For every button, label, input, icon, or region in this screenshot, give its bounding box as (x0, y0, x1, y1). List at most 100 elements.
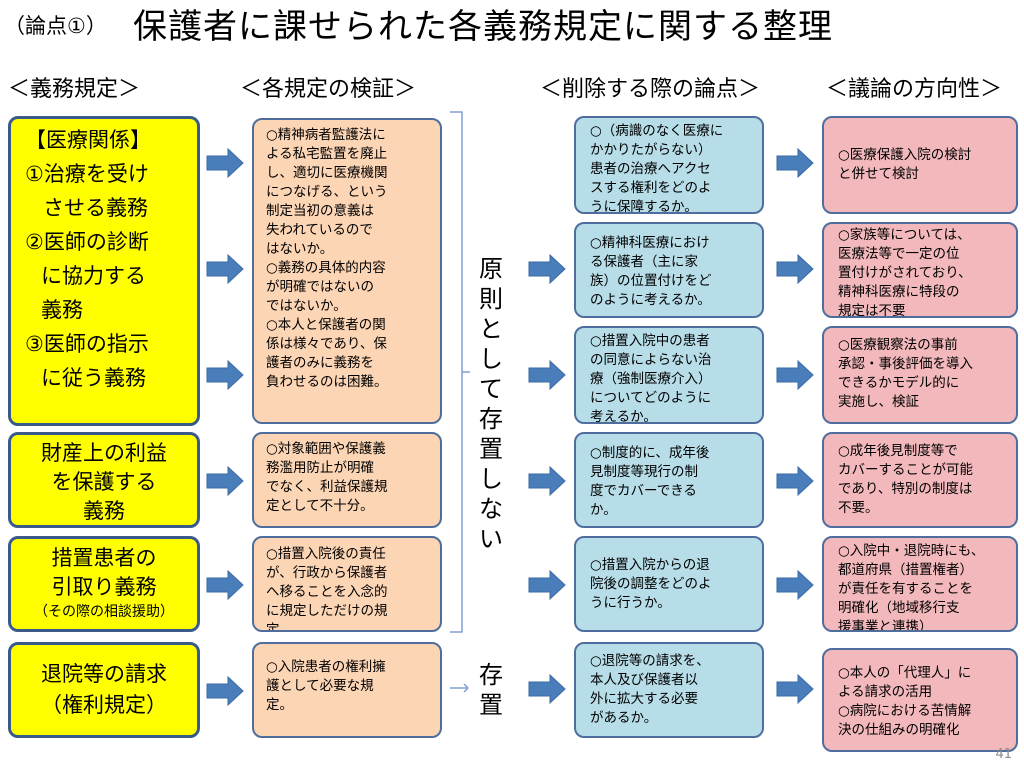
direction-line: 決の仕組みの明確化 (838, 722, 960, 738)
issue-line: 見制度等現行の制 (590, 464, 698, 480)
arrow-right-icon (776, 674, 814, 704)
bracket-label-char: 原 (479, 255, 503, 283)
direction-line: 精神科医療に特段の (838, 284, 960, 300)
verify-line: ○措置入院後の責任 (266, 546, 386, 562)
direction-line: 規定は不要 (838, 303, 906, 318)
duty-box-discharge: 退院等の請求（権利規定） (8, 642, 200, 738)
verify-box-discharge: ○入院患者の権利擁護として必要な規定。 (252, 642, 442, 738)
direction-line: ○入院中・退院時にも、 (838, 543, 985, 559)
duty-note: （その際の相談援助） (34, 604, 174, 620)
title-prefix: （論点①） (4, 14, 107, 38)
arrow-right-icon (776, 254, 814, 284)
direction-box-5: ○入院中・退院時にも、都道府県（措置権者）が責任を有することを明確化（地域移行支… (822, 536, 1018, 632)
arrow-right-icon (206, 148, 244, 178)
verify-line: し、適切に医療機関 (266, 165, 388, 181)
verify-line: 定。 (266, 697, 293, 713)
issue-lines: ○退院等の請求を、本人及び保護者以外に拡大する必要があるか。 (590, 652, 756, 728)
issue-line: 族）の位置付けをど (590, 273, 712, 289)
issue-lines: ○精神科医療における保護者（主に家族）の位置付けをどのように考えるか。 (590, 234, 756, 310)
verify-line: 失われているので (266, 222, 373, 238)
arrow-right-icon (528, 570, 566, 600)
issue-line: ○制度的に、成年後 (590, 445, 710, 461)
page-number: 41 (995, 747, 1012, 762)
header-issues: ＜削除する際の論点＞ (540, 77, 761, 102)
arrow-right-icon (206, 570, 244, 600)
issue-box-6: ○退院等の請求を、本人及び保護者以外に拡大する必要があるか。 (574, 642, 764, 738)
direction-line: 都道府県（措置権者） (838, 562, 973, 578)
duty-line: 財産上の利益 (41, 441, 167, 465)
arrow-right-icon (776, 466, 814, 496)
issue-line: 療（強制医療介入） (590, 371, 712, 387)
direction-line: であり、特別の制度は (838, 481, 973, 497)
verify-line: ○精神病者監護法に (266, 127, 386, 143)
bracket-label-char: 置 (479, 435, 503, 463)
bracket-label-char: な (479, 495, 503, 523)
bracket-label: 原則として存置しない (476, 254, 506, 554)
issue-line: うに保障するか。 (590, 199, 698, 214)
issue-box-4: ○制度的に、成年後見制度等現行の制度でカバーできるか。 (574, 432, 764, 528)
issue-line: スする権利をどのよ (590, 180, 712, 196)
verify-lines: ○対象範囲や保護義務濫用防止が明確でなく、利益保護規定として不十分。 (266, 440, 434, 516)
direction-line: よる請求の活用 (838, 684, 933, 700)
direction-lines: ○家族等については、医療法等で一定の位置付けがされており、精神科医療に特段の規定… (838, 226, 1010, 318)
direction-line: 承認・事後評価を導入 (838, 356, 973, 372)
page-title: 保護者に課せられた各義務規定に関する整理 (133, 7, 833, 47)
direction-lines: ○入院中・退院時にも、都道府県（措置権者）が責任を有することを明確化（地域移行支… (838, 542, 1010, 630)
bracket-connector (450, 111, 470, 693)
duty-line: に協力する (41, 264, 146, 288)
verify-line: ○義務の具体的内容 (266, 260, 386, 276)
issue-line: のように考えるか。 (590, 292, 711, 308)
issue-box-2: ○精神科医療における保護者（主に家族）の位置付けをどのように考えるか。 (574, 222, 764, 318)
duty-line: 【医療関係】 (25, 128, 151, 152)
duty-line: させる義務 (43, 196, 148, 220)
issue-line: る保護者（主に家 (590, 254, 698, 270)
issue-line: 度でカバーできる (590, 483, 697, 499)
arrow-right-icon (206, 676, 244, 706)
issue-line: ○退院等の請求を、 (590, 653, 710, 669)
header-verify: ＜各規定の検証＞ (240, 77, 417, 102)
keep-label-char: 置 (479, 691, 503, 719)
duty-lines: 退院等の請求（権利規定） (19, 659, 189, 721)
duty-line: 義務 (41, 298, 83, 322)
verify-line: につなげる、という (266, 184, 388, 200)
direction-box-6: ○本人の「代理人」による請求の活用○病院における苦情解決の仕組みの明確化 (822, 648, 1018, 752)
direction-box-2: ○家族等については、医療法等で一定の位置付けがされており、精神科医療に特段の規定… (822, 222, 1018, 318)
issue-line: かかりたがらない） (590, 142, 712, 158)
verify-line: 定として不十分。 (266, 498, 374, 514)
verify-line: でなく、利益保護規 (266, 479, 388, 495)
arrow-right-icon (528, 360, 566, 390)
arrow-right-icon (528, 254, 566, 284)
verify-line: へ移ることを入念的 (266, 584, 388, 600)
verify-line: が、行政から保護者 (266, 565, 388, 581)
verify-lines: ○入院患者の権利擁護として必要な規定。 (266, 658, 434, 715)
direction-line: カバーすることが可能 (838, 462, 973, 478)
arrow-right-icon (206, 254, 244, 284)
duty-line: 退院等の請求 (41, 662, 167, 686)
issue-line: 患者の治療へアクセ (590, 161, 711, 177)
issue-line: があるか。 (590, 710, 658, 726)
issue-line: ○措置入院中の患者 (590, 333, 710, 349)
direction-line: ○家族等については、 (838, 227, 971, 243)
direction-line: 不要。 (838, 500, 879, 516)
bracket-label-char: い (479, 525, 503, 553)
issue-lines: ○制度的に、成年後見制度等現行の制度でカバーできるか。 (590, 444, 756, 520)
direction-line: ○医療保護入院の検討 (838, 147, 972, 163)
direction-lines: ○医療観察法の事前承認・事後評価を導入できるかモデル的に実施し、検証 (838, 336, 1010, 412)
arrow-right-icon (206, 466, 244, 496)
issue-line: か。 (590, 502, 617, 518)
verify-line: 係は様々であり、保 (266, 336, 387, 352)
direction-lines: ○成年後見制度等でカバーすることが可能であり、特別の制度は不要。 (838, 442, 1010, 518)
issue-box-5: ○措置入院からの退院後の調整をどのように行うか。 (574, 536, 764, 632)
direction-line: 医療法等で一定の位 (838, 246, 960, 262)
duty-line: に従う義務 (41, 366, 146, 390)
duty-line: を保護する (51, 470, 157, 494)
verify-line: に規定しただけの規 (266, 603, 388, 619)
direction-line: ○病院における苦情解 (838, 703, 972, 719)
duty-lines: 措置患者の引取り義務 (19, 544, 189, 602)
duty-line: 義務 (83, 499, 125, 523)
direction-box-4: ○成年後見制度等でカバーすることが可能であり、特別の制度は不要。 (822, 432, 1018, 528)
arrow-right-icon (776, 360, 814, 390)
arrow-right-icon (776, 570, 814, 600)
arrow-right-icon (528, 466, 566, 496)
